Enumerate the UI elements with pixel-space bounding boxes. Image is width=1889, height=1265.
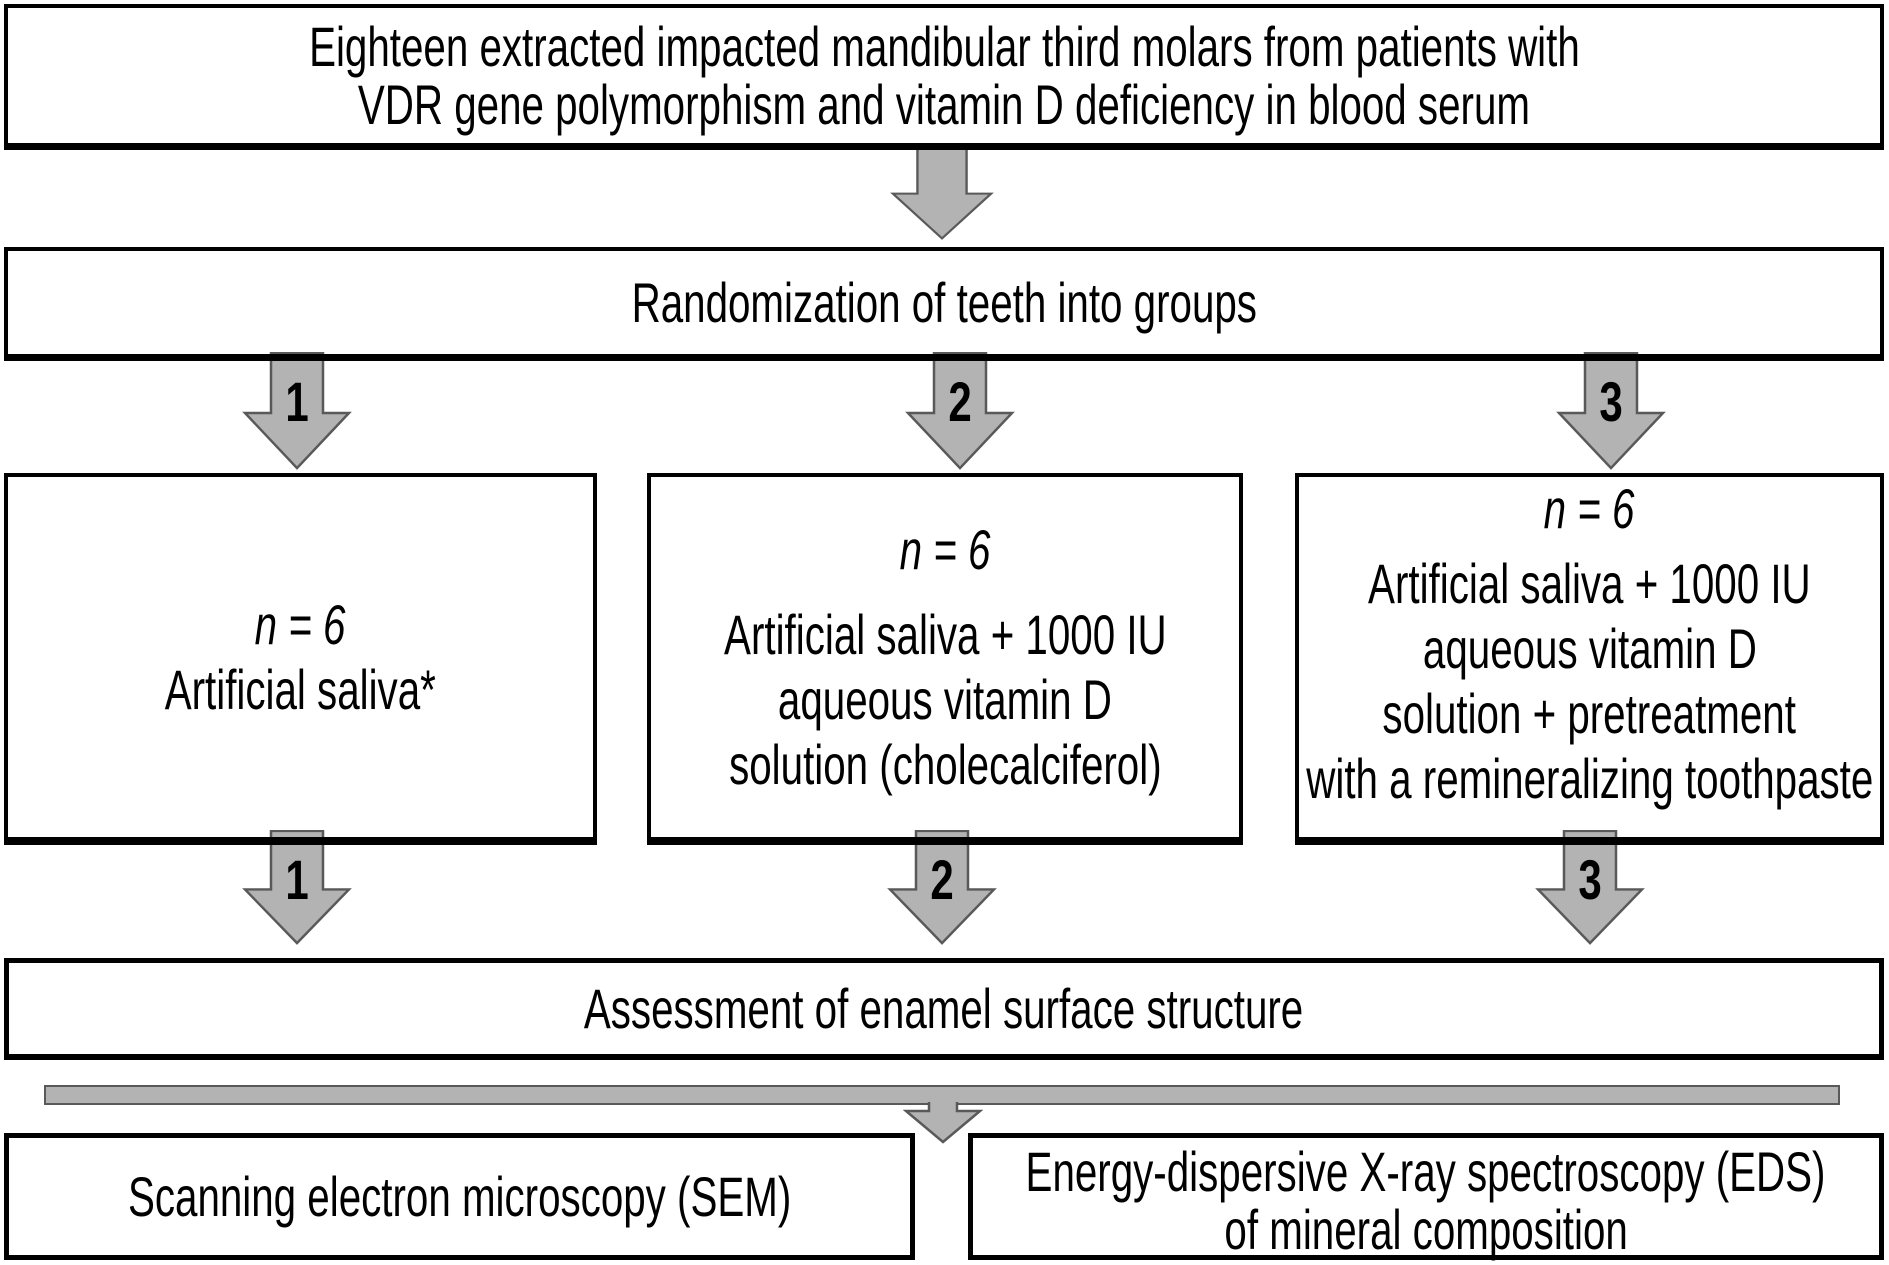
randomization-label: Randomization of teeth into groups bbox=[631, 271, 1257, 334]
group-1-treatment: Artificial saliva* bbox=[164, 658, 437, 721]
down-arrow-icon bbox=[890, 144, 994, 240]
outcome-arrow-1-number: 1 bbox=[285, 848, 309, 911]
group-1-sample-size: n = 6 bbox=[255, 593, 346, 656]
border-overlap bbox=[926, 354, 994, 361]
randomization-box: Randomization of teeth into groups bbox=[4, 247, 1884, 361]
branch-arrow-1-number: 1 bbox=[285, 370, 309, 433]
group-3-sample-size: n = 6 bbox=[1544, 476, 1635, 540]
group-3-treatment-line3: solution + pretreatment bbox=[1382, 681, 1797, 745]
group-2-treatment-line1: Artificial saliva + 1000 IU bbox=[723, 603, 1167, 666]
branch-arrow-1-icon: 1 bbox=[242, 352, 352, 470]
group-2-treatment-line2: aqueous vitamin D bbox=[778, 668, 1112, 731]
population-box: Eighteen extracted impacted mandibular t… bbox=[4, 4, 1884, 150]
outcome-arrow-3-icon: 3 bbox=[1535, 830, 1645, 945]
outcome-arrow-3-number: 3 bbox=[1578, 848, 1602, 911]
sem-label: Scanning electron microscopy (SEM) bbox=[127, 1165, 792, 1228]
outcome-arrow-2-number: 2 bbox=[930, 848, 954, 911]
branch-arrow-2-icon: 2 bbox=[905, 352, 1015, 470]
group-box-2: n = 6 Artificial saliva + 1000 IU aqueou… bbox=[647, 473, 1243, 845]
group-3-treatment-line4: with a remineralizing toothpaste bbox=[1305, 746, 1874, 810]
down-arrow-shape bbox=[1556, 352, 1666, 470]
branch-arrow-2-number: 2 bbox=[948, 370, 972, 433]
group-2-treatment-line3: solution (cholecalciferol) bbox=[728, 733, 1162, 796]
group-2-sample-size: n = 6 bbox=[899, 518, 991, 581]
group-3-treatment-line2: aqueous vitamin D bbox=[1422, 616, 1757, 680]
border-overlap bbox=[263, 354, 331, 361]
eds-label-line1: Energy-dispersive X-ray spectroscopy (ED… bbox=[1026, 1139, 1826, 1203]
population-text-line1: Eighteen extracted impacted mandibular t… bbox=[308, 14, 1580, 78]
eds-label-line2: of mineral composition bbox=[1224, 1197, 1628, 1261]
outcome-arrow-2-icon: 2 bbox=[887, 830, 997, 945]
branch-arrow-3-number: 3 bbox=[1599, 370, 1623, 433]
group-box-3: n = 6 Artificial saliva + 1000 IU aqueou… bbox=[1295, 473, 1884, 845]
group-box-1: n = 6 Artificial saliva* bbox=[4, 473, 597, 845]
collector-arrow-icon bbox=[903, 1102, 983, 1144]
border-overlap bbox=[263, 837, 331, 845]
assessment-label: Assessment of enamel surface structure bbox=[584, 977, 1304, 1040]
branch-arrow-3-icon: 3 bbox=[1556, 352, 1666, 470]
outcome-arrow-1-icon: 1 bbox=[242, 830, 352, 945]
eds-box: Energy-dispersive X-ray spectroscopy (ED… bbox=[968, 1133, 1884, 1260]
down-arrow-shape bbox=[890, 144, 994, 240]
down-arrow-shape bbox=[242, 352, 352, 470]
border-overlap bbox=[1556, 837, 1624, 845]
border-overlap bbox=[908, 837, 976, 845]
border-overlap bbox=[908, 143, 976, 150]
assessment-box: Assessment of enamel surface structure bbox=[4, 958, 1884, 1060]
down-arrow-shape bbox=[905, 352, 1015, 470]
group-3-treatment-line1: Artificial saliva + 1000 IU bbox=[1368, 551, 1811, 615]
population-text-line2: VDR gene polymorphism and vitamin D defi… bbox=[357, 72, 1531, 136]
sem-box: Scanning electron microscopy (SEM) bbox=[4, 1133, 915, 1260]
border-overlap bbox=[1577, 354, 1645, 361]
